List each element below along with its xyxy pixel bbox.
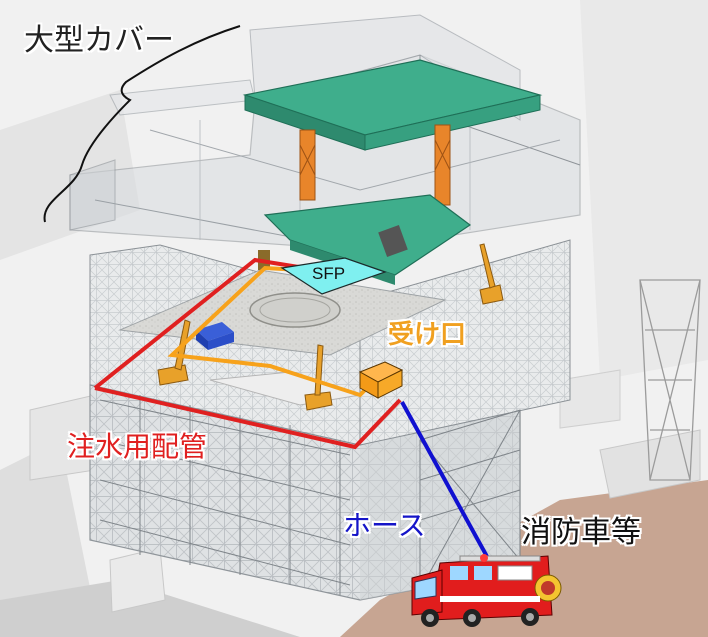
hose-line: [400, 401, 492, 563]
sfp-pool: [280, 257, 387, 295]
large-cover-label: 大型カバー: [24, 23, 174, 58]
pipe-line-upper: [93, 257, 306, 390]
tower-icon: [639, 279, 701, 481]
blue-container-icon: [196, 322, 234, 350]
sfp-label: SFP: [312, 264, 346, 283]
hose-label: ホース: [343, 509, 426, 542]
receiving-port-label: 受け口: [388, 320, 467, 350]
orange-box-icon: [358, 361, 404, 399]
pipe-line-lower: [94, 386, 402, 450]
internal-pipe-line: [167, 265, 377, 398]
fire-truck-icon: [411, 554, 562, 627]
curly-brace-icon: [43, 25, 241, 223]
water-injection-pipe-label: 注水用配管: [67, 430, 208, 463]
fire-truck-label: 消防車等: [521, 515, 641, 550]
reactor-well: [249, 292, 341, 328]
